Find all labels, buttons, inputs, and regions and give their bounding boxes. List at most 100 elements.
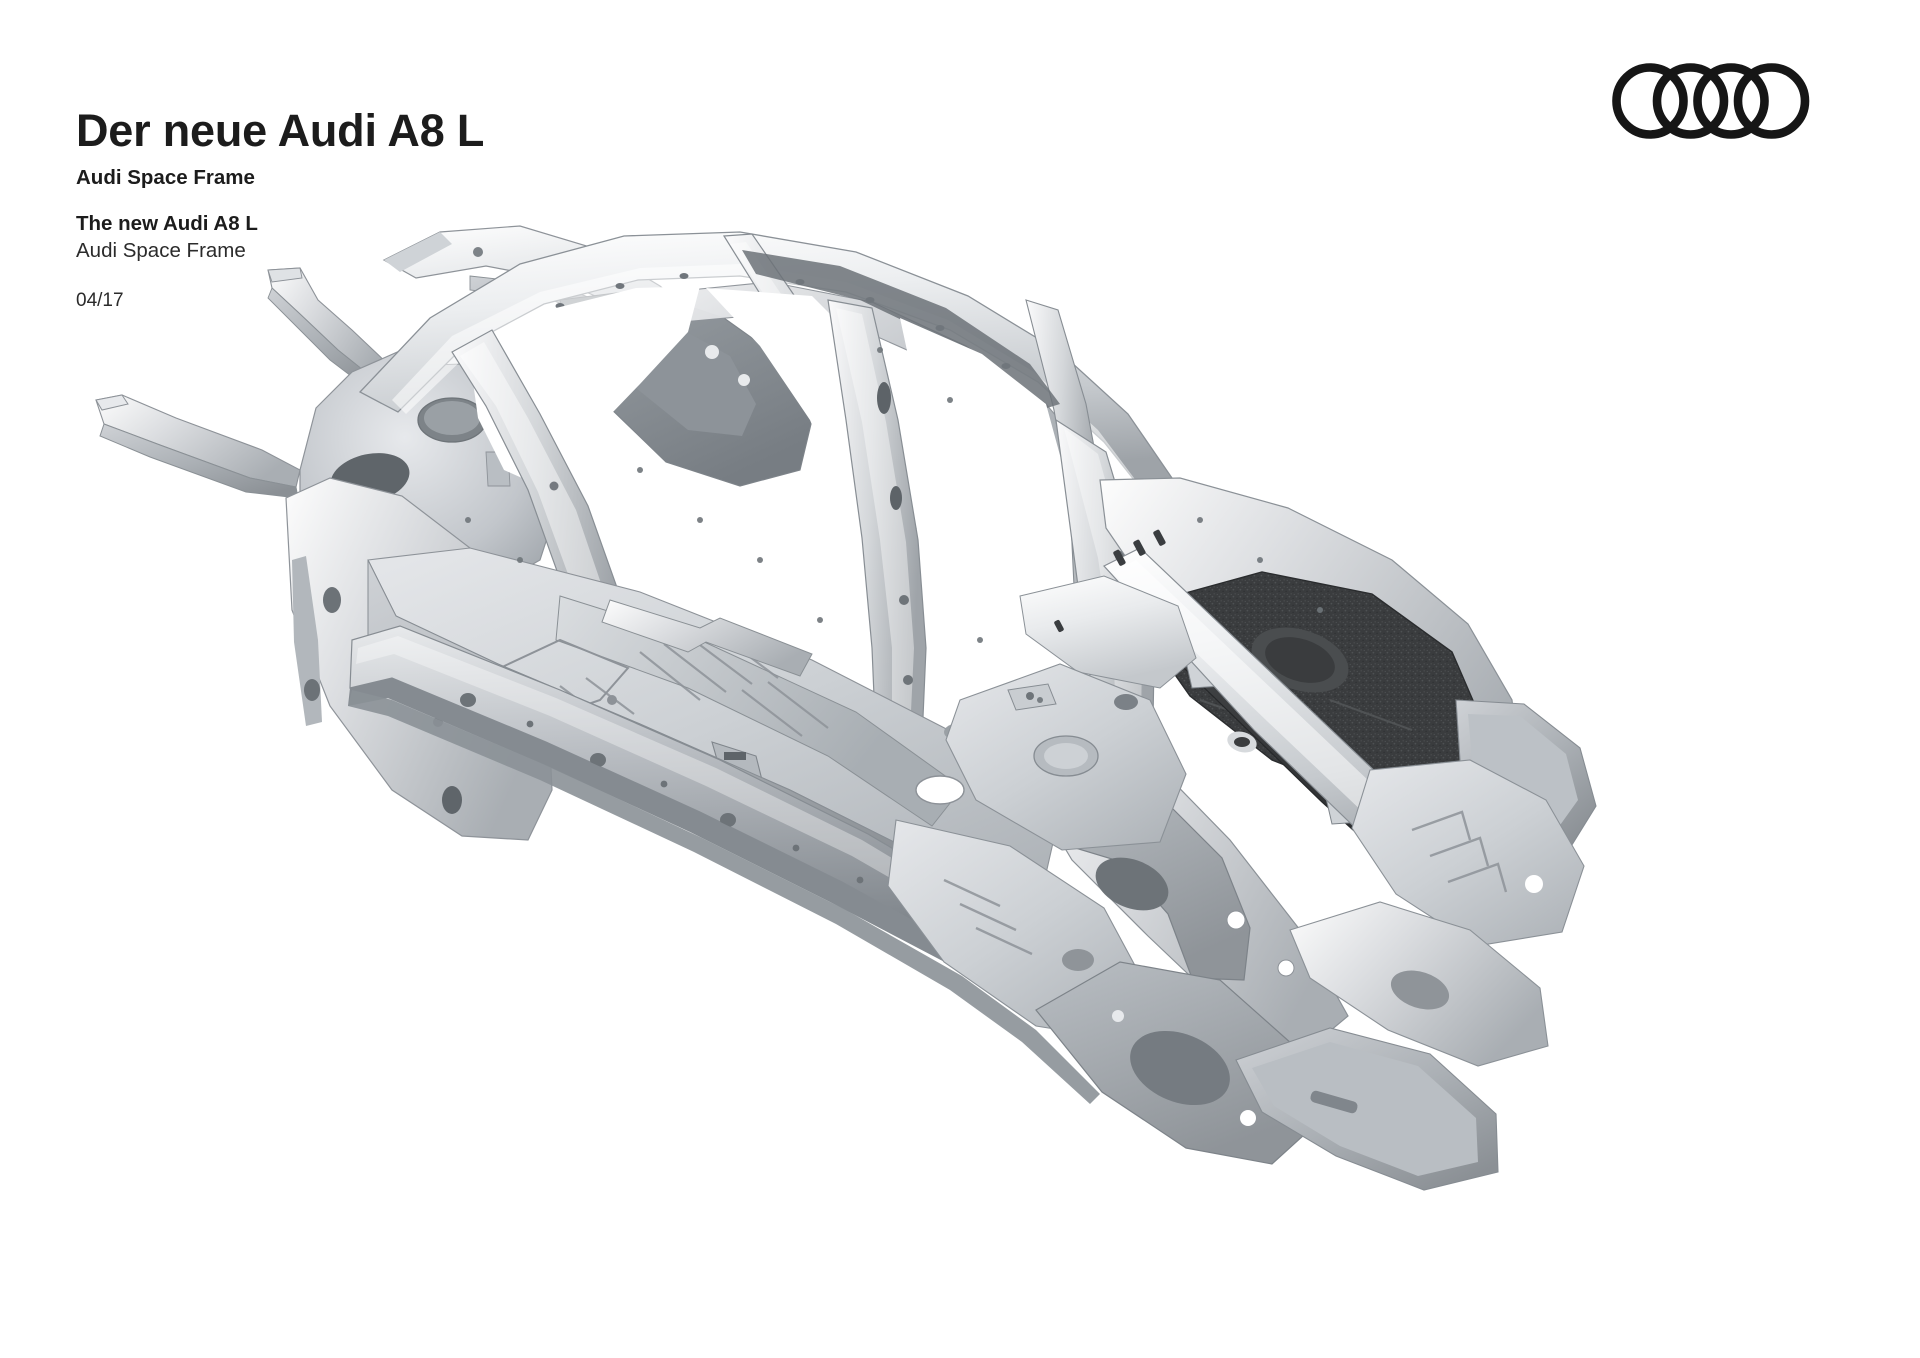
floor-aperture [944,723,976,741]
rear-tail-closing-panel [1235,1027,1499,1191]
side-sill-assembly [348,625,981,968]
audi-rings-logo [1611,52,1811,150]
fastener-details [465,347,1323,703]
page-title-en: The new Audi A8 L [76,211,258,235]
page-title-de: Der neue Audi A8 L [76,105,485,156]
floor-drain-aperture [915,775,965,805]
floor-contour [498,638,630,720]
audi-four-rings-icon [1612,63,1810,139]
c-pillar-highlight [1064,428,1142,772]
bolt-hole [411,361,421,371]
bolt-hole [335,535,345,545]
cowl-casting [559,289,813,487]
bolt-hole [433,717,443,727]
windshield-aperture [470,286,700,486]
rear-floor-left-beads [943,878,1033,956]
rear-deck-frame-rail [1103,547,1471,909]
shock-tower-brace [399,347,517,387]
bolt-hole [477,631,487,641]
rear-seat-bulkhead [945,663,1187,851]
cfrp-ribs [1199,685,1413,731]
tail-panel-inner [1252,1042,1478,1176]
inner-rocker-panel [367,559,931,897]
wheelhouse-hole [1240,1110,1256,1126]
front-door-window-aperture [706,288,900,506]
front-bulkhead [285,477,553,841]
quarter-hole [1226,910,1246,930]
b-pillar-slot [890,486,902,510]
caption-block: Der neue Audi A8 L Audi Space Frame The … [76,108,836,310]
tie-down-hole [1234,737,1250,747]
rear-floor-hole [1525,875,1543,893]
front-wheelhouse [299,347,563,605]
wheelhouse-bowl-lower [1130,1030,1230,1106]
rear-wheelhouse-shell [1035,961,1317,1165]
rear-floor-left [887,819,1147,1041]
roof-inner-rail [503,281,1101,487]
window-apertures [470,286,1064,548]
rear-end-panel [1455,699,1597,849]
floor-hole [765,783,779,797]
bulkhead-aperture [1114,694,1138,710]
seat-crossmember [601,599,813,677]
rear-floor-right [1351,759,1585,947]
cfrp-recess [1251,627,1349,693]
a-pillar-highlight [460,342,616,672]
c-pillar-hole [1115,551,1125,561]
b-pillar [827,299,927,745]
tail-panel-slot [1310,1090,1358,1114]
c-pillar [1055,418,1155,793]
sill-underside [348,678,962,968]
bulkhead-bracket [1007,683,1057,711]
bolt-hole [494,374,506,386]
rear-door-window-aperture [900,318,1064,548]
wheel-arch-inner [1095,857,1169,911]
rear-roof-arch [1025,299,1105,587]
rear-bulkhead [945,575,1197,851]
rear-deck-outer [1099,477,1521,837]
a-pillar-hole [549,481,559,491]
strut-dome-opening [417,397,487,443]
rear-panel-recess [1390,970,1450,1010]
body-lower-shadow-edge [348,690,1100,1104]
bulkhead-hole [442,786,462,814]
rear-luggage-well-cfrp-panel [1151,571,1485,801]
cowl-stud [738,374,750,386]
rear-quarter-panel [1027,699,1349,1057]
spring-seat-rib [485,451,511,487]
brace-mount-tab [1325,795,1363,825]
rear-quarter-structure [1027,699,1349,1057]
c-pillar-hole [1129,667,1139,677]
sill-highlight [356,636,968,918]
tie-down-ring [1227,731,1257,753]
wheelhouse-aperture [330,453,410,503]
deck-rail-highlight [1112,560,1456,892]
bracket-slot [724,752,746,760]
b-pillar-slot [877,382,891,414]
front-beam-underside [99,423,299,499]
rear-floor-left-panel [887,819,1147,1041]
wheelhouse-hole [1372,706,1384,718]
brace-mount-tab [1185,659,1223,689]
roof-rail-slots [1054,529,1166,633]
rear-wheelhouse-lower [1035,961,1317,1165]
bolt-hole [395,655,405,665]
bulkhead-hole [304,679,320,701]
cowl-stud [705,345,719,359]
front-bulkhead-panel [285,477,553,841]
a-pillar-hole [589,591,599,601]
transmission-tunnel [555,595,963,827]
b-pillar-hole [903,675,913,685]
b-pillar-hole [899,595,909,605]
floor-beads [559,629,829,737]
rear-tail-structure [1235,1027,1499,1191]
front-crash-beam [95,394,301,488]
page-subtitle-de: Audi Space Frame [76,166,255,189]
page-subtitle-en: Audi Space Frame [76,239,246,262]
rear-floor-beads [1411,810,1508,893]
rear-end-inner [1468,714,1578,828]
speaker-aperture [1033,735,1099,777]
rear-cfrp-cross-brace [1120,595,1405,857]
bolt-hole [1026,692,1034,700]
wheelhouse-hole [1112,1010,1124,1022]
